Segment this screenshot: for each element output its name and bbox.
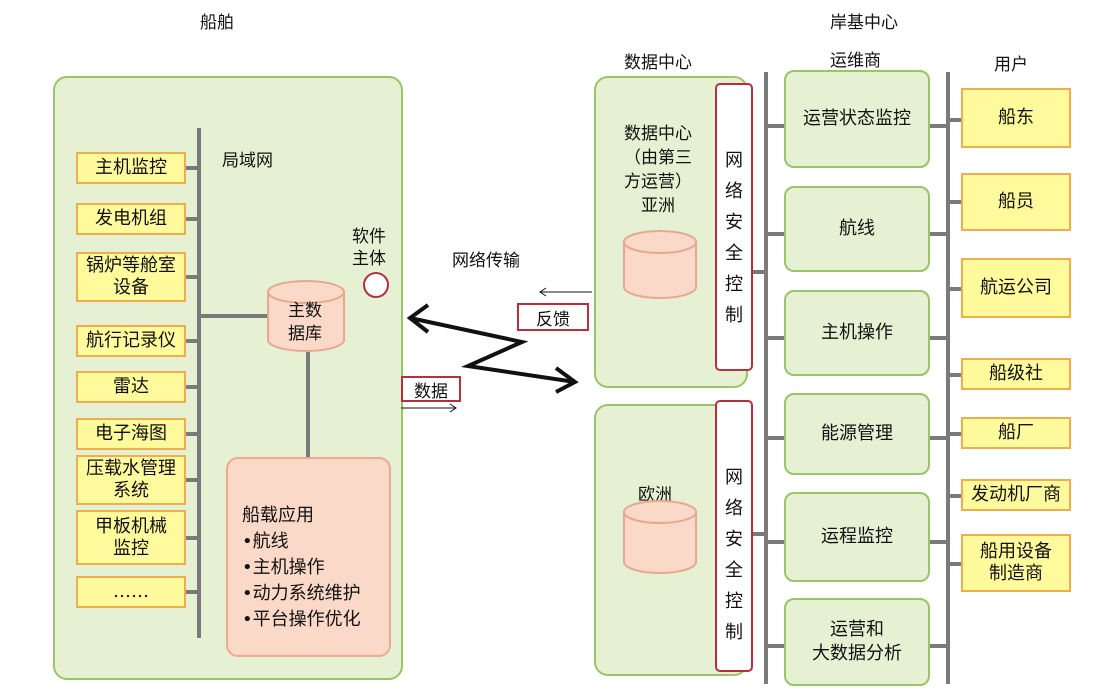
user-engine-maker: 发动机厂商: [961, 479, 1071, 511]
user-shipyard: 船厂: [961, 417, 1071, 449]
asia-database-icon: [623, 230, 697, 299]
device-deck-machinery: 甲板机械 监控: [76, 510, 186, 565]
connector: [186, 590, 198, 594]
connector: [766, 540, 784, 544]
connector: [948, 200, 961, 204]
feedback-tag: 反馈: [517, 303, 589, 331]
connector: [766, 124, 784, 128]
user-classification-society: 船级社: [961, 358, 1071, 390]
op-route: 航线: [784, 186, 930, 272]
onboard-apps-box: 船载应用 •航线 •主机操作 •动力系统维护 •平台操作优化: [226, 457, 391, 657]
operator-bus-right: [946, 72, 950, 684]
software-circle-icon: [363, 272, 389, 298]
connector: [948, 432, 961, 436]
device-radar: 雷达: [76, 371, 186, 403]
connector: [948, 494, 961, 498]
connector: [186, 432, 198, 436]
main-database-icon: [267, 280, 345, 352]
connector: [186, 478, 198, 482]
app-item: •动力系统维护: [242, 583, 361, 604]
lan-bus-line: [197, 128, 201, 638]
connector: [766, 232, 784, 236]
connector: [186, 275, 198, 279]
device-ecdis: 电子海图: [76, 418, 186, 450]
user-crew: 船员: [961, 173, 1071, 231]
operator-header: 运维商: [830, 51, 881, 71]
connector: [186, 536, 198, 540]
connector: [186, 217, 198, 221]
feedback-arrow-icon: [539, 287, 592, 297]
ship-header: 船舶: [200, 13, 234, 33]
db-connector: [200, 314, 270, 318]
device-ballast: 压载水管理 系统: [76, 455, 186, 505]
connector: [930, 232, 948, 236]
user-header: 用户: [994, 55, 1028, 75]
network-transfer-label: 网络传输: [452, 251, 520, 271]
europe-datacenter-title: 欧洲: [638, 485, 672, 505]
db-apps-connector: [306, 352, 310, 460]
op-status-monitor: 运营状态监控: [784, 70, 930, 168]
connector: [930, 336, 948, 340]
connector: [186, 385, 198, 389]
data-arrow-icon: [401, 403, 457, 413]
device-vdr: 航行记录仪: [76, 325, 186, 357]
connector: [948, 287, 961, 291]
asia-datacenter-title: 数据中心 （由第三 方运营） 亚洲: [624, 124, 692, 216]
connector: [930, 644, 948, 648]
network-zigzag-arrow: [406, 303, 579, 394]
software-main-label: 软件 主体: [352, 227, 386, 269]
op-remote-monitor: 运程监控: [784, 492, 930, 582]
connector: [948, 373, 961, 377]
connector: [753, 270, 766, 274]
connector: [766, 336, 784, 340]
connector: [186, 339, 198, 343]
connector: [930, 540, 948, 544]
connector: [186, 166, 198, 170]
device-main-engine-monitor: 主机监控: [76, 152, 186, 184]
app-item: •平台操作优化: [242, 609, 361, 630]
data-center-header: 数据中心: [624, 53, 692, 73]
user-equipment-maker: 船用设备 制造商: [961, 534, 1071, 592]
connector: [766, 644, 784, 648]
lan-label: 局域网: [222, 151, 273, 171]
connector: [930, 436, 948, 440]
connector: [948, 562, 961, 566]
apps-title: 船载应用: [242, 505, 314, 526]
connector: [753, 532, 766, 536]
data-tag: 数据: [401, 376, 461, 402]
op-engine-operation: 主机操作: [784, 290, 930, 376]
asia-security-control: 网 络 安 全 控 制: [715, 83, 753, 371]
device-more: ……: [76, 576, 186, 608]
op-bigdata-analysis: 运营和 大数据分析: [784, 598, 930, 686]
user-shipping-company: 航运公司: [961, 258, 1071, 318]
device-boiler: 锅炉等舱室 设备: [76, 252, 186, 302]
op-energy-management: 能源管理: [784, 393, 930, 475]
connector: [930, 124, 948, 128]
europe-database-icon: [623, 500, 697, 574]
connector: [766, 436, 784, 440]
connector: [948, 118, 961, 122]
main-database-label: 主数 据库: [288, 301, 322, 344]
device-generator: 发电机组: [76, 203, 186, 235]
europe-security-control: 网 络 安 全 控 制: [715, 400, 753, 672]
operator-bus-left: [764, 72, 768, 684]
shore-header: 岸基中心: [830, 13, 898, 33]
app-item: •主机操作: [242, 557, 325, 578]
user-shipowner: 船东: [961, 88, 1071, 148]
app-item: •航线: [242, 531, 289, 552]
